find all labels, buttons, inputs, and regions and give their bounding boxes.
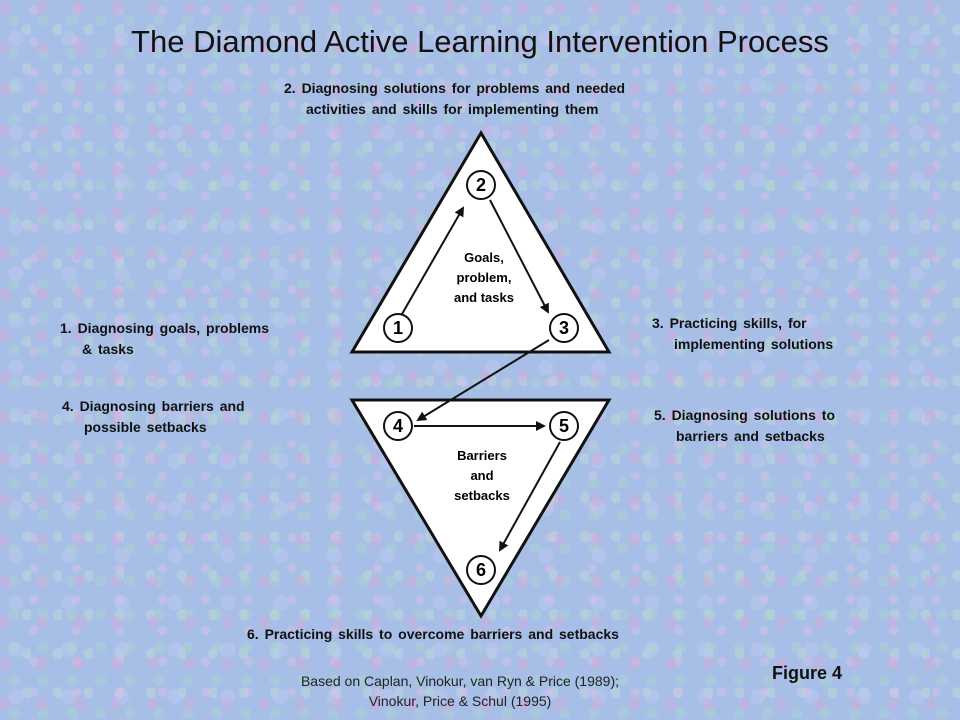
node-3-label: 3	[559, 318, 569, 338]
step-4-line-1: 4. Diagnosing barriers and	[62, 398, 245, 414]
step-6-label: 6. Practicing skills to overcome barrier…	[247, 624, 619, 645]
lower-triangle-label-2: and	[470, 468, 493, 483]
arrow-2-to-3	[489, 199, 549, 314]
lower-triangle	[349, 398, 612, 619]
credit-line-1: Based on Caplan, Vinokur, van Ryn & Pric…	[300, 673, 620, 689]
upper-triangle-label-3: and tasks	[454, 290, 514, 305]
arrow-5-to-6	[499, 441, 561, 552]
upper-triangle-label-1: Goals,	[464, 250, 504, 265]
step-5-label: 5. Diagnosing solutions to barriers and …	[654, 405, 835, 447]
citation-credit: Based on Caplan, Vinokur, van Ryn & Pric…	[250, 671, 670, 711]
step-5-line-2: barriers and setbacks	[676, 428, 825, 444]
step-1-label: 1. Diagnosing goals, problems & tasks	[60, 318, 269, 360]
step-6-line-1: 6. Practicing skills to overcome barrier…	[247, 626, 619, 642]
node-3: 3	[549, 313, 579, 343]
node-5-label: 5	[559, 416, 569, 436]
step-3-line-2: implementing solutions	[674, 336, 834, 352]
node-6-label: 6	[476, 560, 486, 580]
node-6: 6	[466, 555, 496, 585]
step-3-label: 3. Practicing skills, for implementing s…	[652, 313, 833, 355]
step-2-line-1: 2. Diagnosing solutions for problems and…	[284, 80, 626, 96]
step-5-line-1: 5. Diagnosing solutions to	[654, 407, 835, 423]
step-2-line-2: activities and skills for implementing t…	[306, 101, 599, 117]
step-2-label: 2. Diagnosing solutions for problems and…	[284, 78, 625, 120]
lower-triangle-label-3: setbacks	[454, 488, 510, 503]
upper-triangle	[349, 130, 612, 354]
step-3-line-1: 3. Practicing skills, for	[652, 315, 807, 331]
node-4: 4	[383, 411, 413, 441]
step-1-line-1: 1. Diagnosing goals, problems	[60, 320, 270, 336]
arrow-1-to-2	[401, 206, 464, 315]
step-4-label: 4. Diagnosing barriers and possible setb…	[62, 396, 245, 438]
page-title: The Diamond Active Learning Intervention…	[131, 24, 829, 59]
node-2-label: 2	[476, 175, 486, 195]
figure-label: Figure 4	[772, 663, 843, 683]
arrow-3-to-4	[416, 339, 550, 422]
node-1-label: 1	[393, 318, 403, 338]
node-1: 1	[383, 313, 413, 343]
node-4-label: 4	[393, 416, 403, 436]
node-2: 2	[466, 170, 496, 200]
step-4-line-2: possible setbacks	[84, 419, 207, 435]
credit-line-2: Vinokur, Price & Schul (1995)	[368, 693, 552, 709]
lower-triangle-label-1: Barriers	[457, 448, 507, 463]
node-5: 5	[549, 411, 579, 441]
upper-triangle-label-2: problem,	[457, 270, 512, 285]
step-1-line-2: & tasks	[82, 341, 134, 357]
